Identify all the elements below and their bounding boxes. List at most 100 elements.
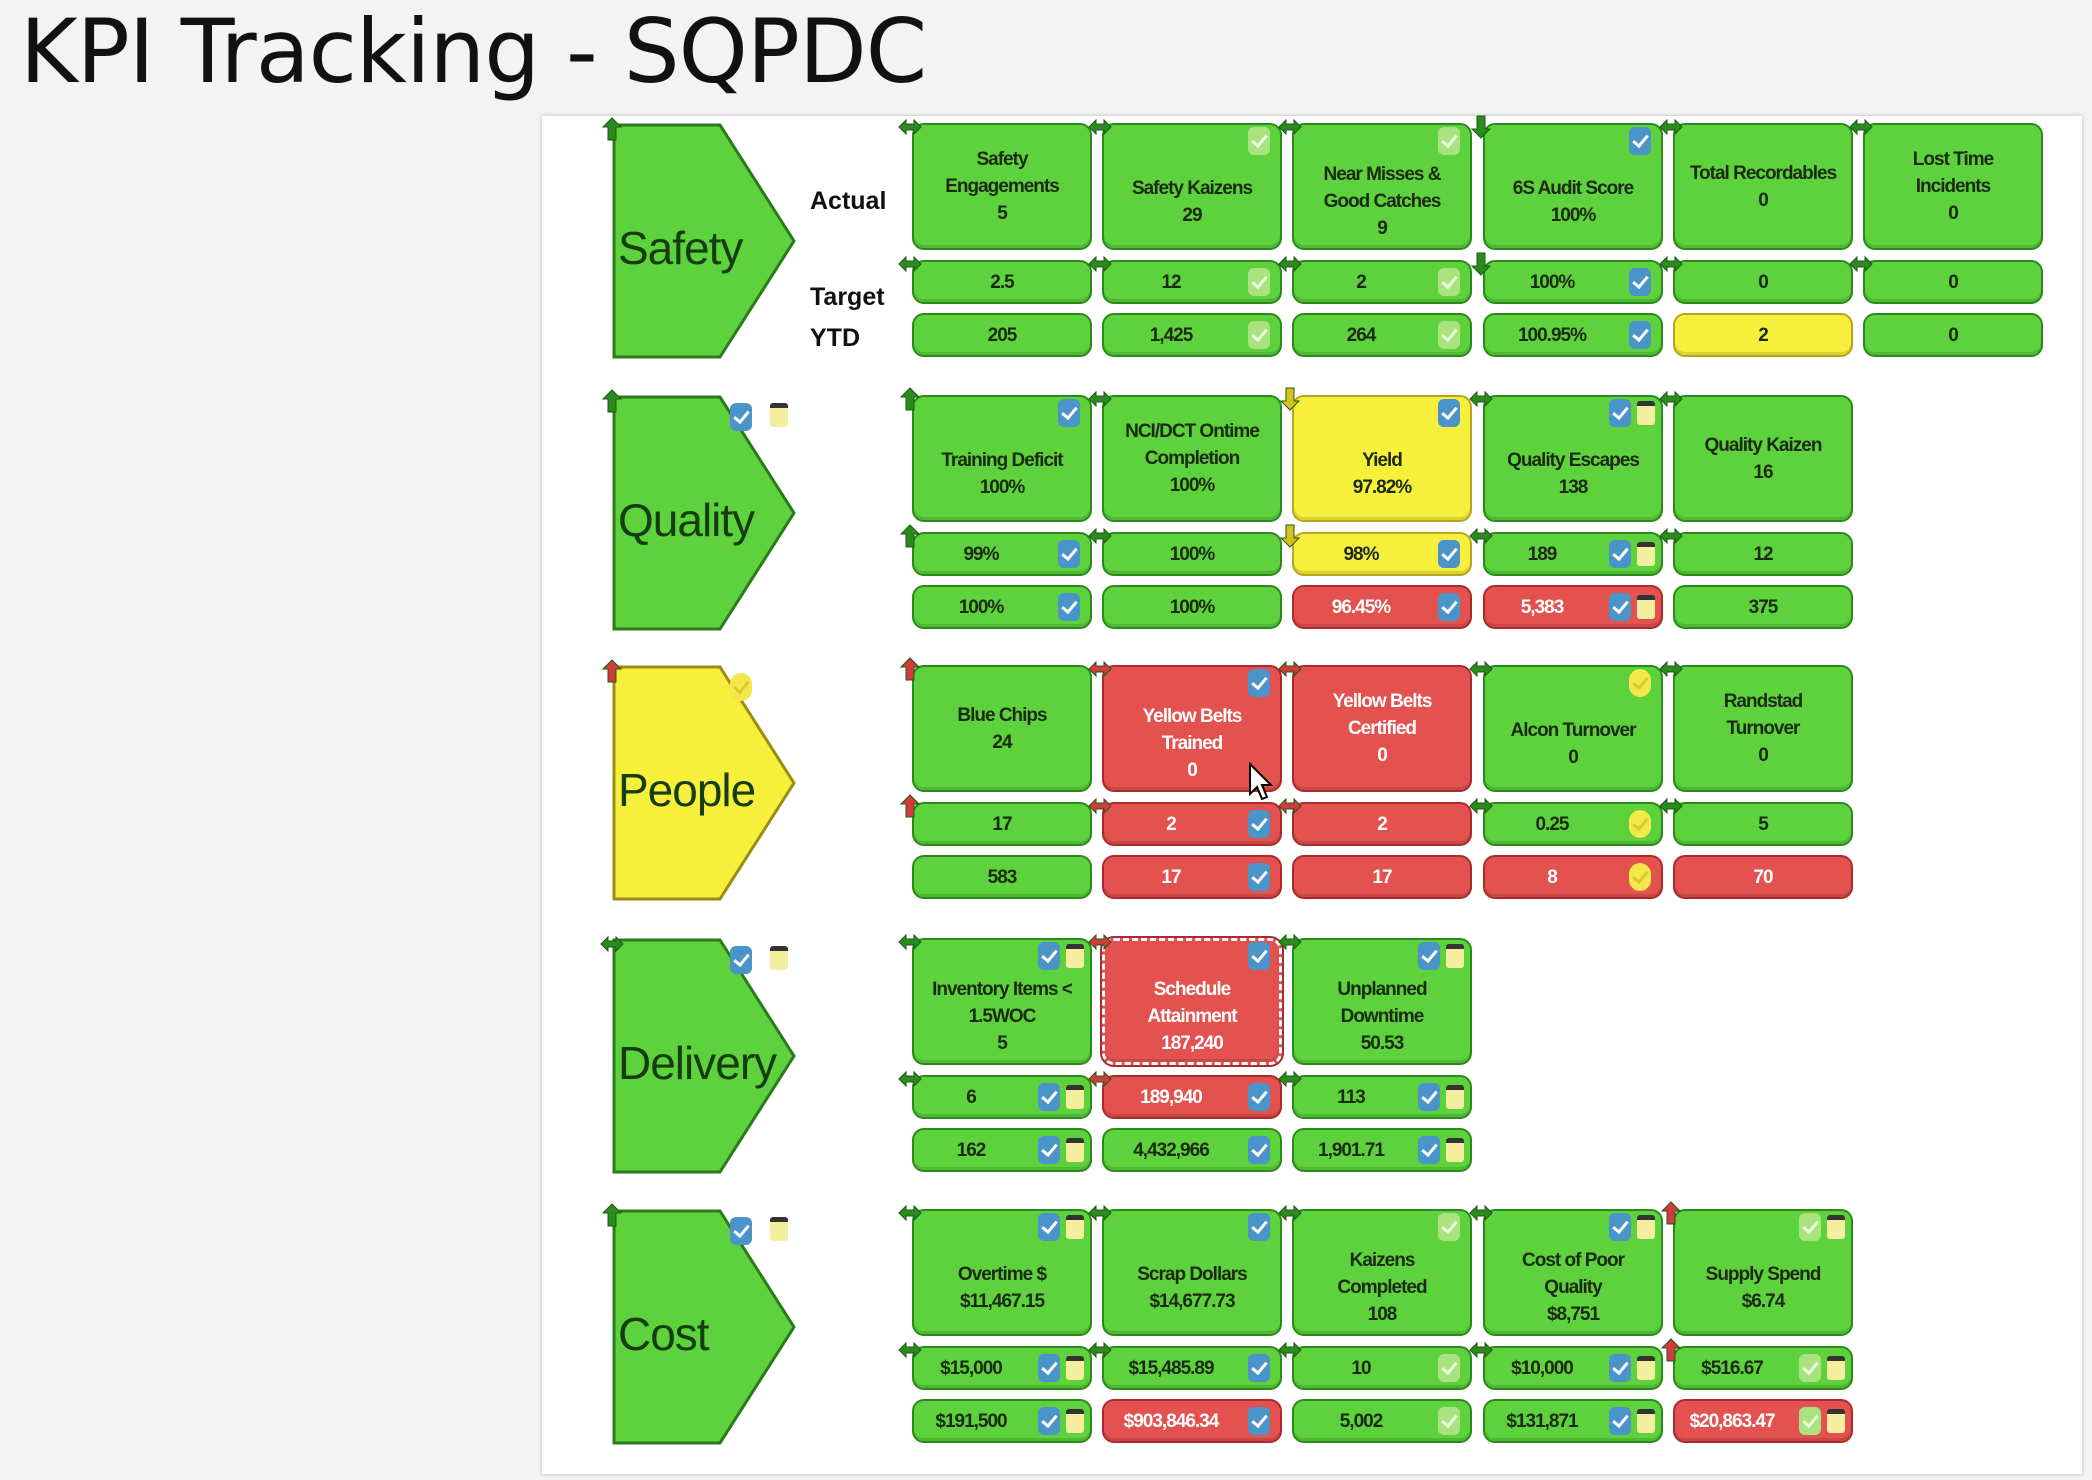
check-badge-icon[interactable] bbox=[730, 1217, 752, 1245]
note-icon[interactable] bbox=[1827, 1215, 1845, 1239]
kpi-tile-actual[interactable]: Cost of Poor Quality$8,751 bbox=[1483, 1209, 1663, 1336]
kpi-tile-target[interactable]: 113 bbox=[1292, 1075, 1472, 1119]
check-badge-icon[interactable] bbox=[1609, 540, 1631, 568]
check-badge-icon[interactable] bbox=[1438, 1354, 1460, 1382]
check-badge-icon[interactable] bbox=[1438, 593, 1460, 621]
check-badge-icon[interactable] bbox=[1629, 268, 1651, 296]
kpi-tile-ytd[interactable]: 17 bbox=[1292, 855, 1472, 899]
check-badge-icon[interactable] bbox=[1629, 127, 1651, 155]
kpi-tile-target[interactable]: 0 bbox=[1863, 260, 2043, 304]
note-icon[interactable] bbox=[770, 946, 788, 970]
check-badge-icon[interactable] bbox=[1609, 1213, 1631, 1241]
kpi-tile-actual[interactable]: Overtime $$11,467.15 bbox=[912, 1209, 1092, 1336]
kpi-tile-ytd[interactable]: 5,383 bbox=[1483, 585, 1663, 629]
check-badge-icon[interactable] bbox=[1418, 1136, 1440, 1164]
kpi-tile-ytd[interactable]: 1,425 bbox=[1102, 313, 1282, 357]
check-badge-icon[interactable] bbox=[1248, 863, 1270, 891]
kpi-tile-target[interactable]: 5 bbox=[1673, 802, 1853, 846]
kpi-tile-ytd[interactable]: 0 bbox=[1863, 313, 2043, 357]
note-icon[interactable] bbox=[1637, 1409, 1655, 1433]
check-badge-icon[interactable] bbox=[1799, 1407, 1821, 1435]
kpi-tile-ytd[interactable]: 162 bbox=[912, 1128, 1092, 1172]
note-icon[interactable] bbox=[1827, 1409, 1845, 1433]
kpi-tile-target[interactable]: 2.5 bbox=[912, 260, 1092, 304]
note-icon[interactable] bbox=[1066, 1215, 1084, 1239]
note-icon[interactable] bbox=[770, 1217, 788, 1241]
note-icon[interactable] bbox=[1066, 1138, 1084, 1162]
check-badge-icon[interactable] bbox=[1438, 127, 1460, 155]
section-arrow-cost[interactable]: Cost bbox=[612, 1209, 798, 1445]
check-badge-icon[interactable] bbox=[1629, 810, 1651, 838]
check-badge-icon[interactable] bbox=[1609, 1407, 1631, 1435]
check-badge-icon[interactable] bbox=[1418, 1083, 1440, 1111]
note-icon[interactable] bbox=[1446, 1085, 1464, 1109]
check-badge-icon[interactable] bbox=[1248, 1213, 1270, 1241]
section-arrow-people[interactable]: People bbox=[612, 665, 798, 901]
note-icon[interactable] bbox=[1637, 401, 1655, 425]
check-badge-icon[interactable] bbox=[730, 403, 752, 431]
check-badge-icon[interactable] bbox=[1038, 1136, 1060, 1164]
check-badge-icon[interactable] bbox=[1248, 669, 1270, 697]
check-badge-icon[interactable] bbox=[1248, 810, 1270, 838]
kpi-tile-target[interactable]: $10,000 bbox=[1483, 1346, 1663, 1390]
check-badge-icon[interactable] bbox=[1438, 268, 1460, 296]
check-badge-icon[interactable] bbox=[730, 673, 752, 701]
check-badge-icon[interactable] bbox=[1248, 268, 1270, 296]
note-icon[interactable] bbox=[1637, 542, 1655, 566]
kpi-tile-actual[interactable]: Supply Spend$6.74 bbox=[1673, 1209, 1853, 1336]
check-badge-icon[interactable] bbox=[1629, 863, 1651, 891]
kpi-tile-ytd[interactable]: 583 bbox=[912, 855, 1092, 899]
section-arrow-delivery[interactable]: Delivery bbox=[612, 938, 798, 1174]
check-badge-icon[interactable] bbox=[1038, 1083, 1060, 1111]
kpi-tile-target[interactable]: 12 bbox=[1673, 532, 1853, 576]
check-badge-icon[interactable] bbox=[1799, 1213, 1821, 1241]
kpi-tile-ytd[interactable]: 100% bbox=[1102, 585, 1282, 629]
check-badge-icon[interactable] bbox=[1438, 321, 1460, 349]
note-icon[interactable] bbox=[1066, 1356, 1084, 1380]
check-badge-icon[interactable] bbox=[1248, 1407, 1270, 1435]
kpi-tile-ytd[interactable]: $20,863.47 bbox=[1673, 1399, 1853, 1443]
note-icon[interactable] bbox=[1637, 1356, 1655, 1380]
kpi-tile-target[interactable]: 100% bbox=[1102, 532, 1282, 576]
kpi-tile-target[interactable]: 2 bbox=[1292, 802, 1472, 846]
check-badge-icon[interactable] bbox=[1058, 593, 1080, 621]
section-arrow-quality[interactable]: Quality bbox=[612, 395, 798, 631]
check-badge-icon[interactable] bbox=[1438, 399, 1460, 427]
note-icon[interactable] bbox=[1446, 944, 1464, 968]
kpi-tile-ytd[interactable]: $131,871 bbox=[1483, 1399, 1663, 1443]
note-icon[interactable] bbox=[1827, 1356, 1845, 1380]
check-badge-icon[interactable] bbox=[1629, 669, 1651, 697]
kpi-tile-target[interactable]: 0 bbox=[1673, 260, 1853, 304]
check-badge-icon[interactable] bbox=[1058, 399, 1080, 427]
check-badge-icon[interactable] bbox=[1038, 1213, 1060, 1241]
note-icon[interactable] bbox=[1066, 1085, 1084, 1109]
kpi-tile-target[interactable]: 17 bbox=[912, 802, 1092, 846]
note-icon[interactable] bbox=[1637, 1215, 1655, 1239]
check-badge-icon[interactable] bbox=[1438, 1213, 1460, 1241]
check-badge-icon[interactable] bbox=[1248, 127, 1270, 155]
check-badge-icon[interactable] bbox=[1038, 942, 1060, 970]
kpi-tile-ytd[interactable]: 375 bbox=[1673, 585, 1853, 629]
kpi-tile-target[interactable]: $15,000 bbox=[912, 1346, 1092, 1390]
check-badge-icon[interactable] bbox=[1799, 1354, 1821, 1382]
check-badge-icon[interactable] bbox=[1038, 1407, 1060, 1435]
kpi-tile-target[interactable]: 189 bbox=[1483, 532, 1663, 576]
note-icon[interactable] bbox=[1446, 1138, 1464, 1162]
note-icon[interactable] bbox=[1066, 944, 1084, 968]
kpi-tile-ytd[interactable]: $191,500 bbox=[912, 1399, 1092, 1443]
check-badge-icon[interactable] bbox=[1248, 1354, 1270, 1382]
kpi-tile-ytd[interactable]: 1,901.71 bbox=[1292, 1128, 1472, 1172]
kpi-tile-target[interactable]: 6 bbox=[912, 1075, 1092, 1119]
kpi-tile-ytd[interactable]: 2 bbox=[1673, 313, 1853, 357]
note-icon[interactable] bbox=[1066, 1409, 1084, 1433]
check-badge-icon[interactable] bbox=[1418, 942, 1440, 970]
